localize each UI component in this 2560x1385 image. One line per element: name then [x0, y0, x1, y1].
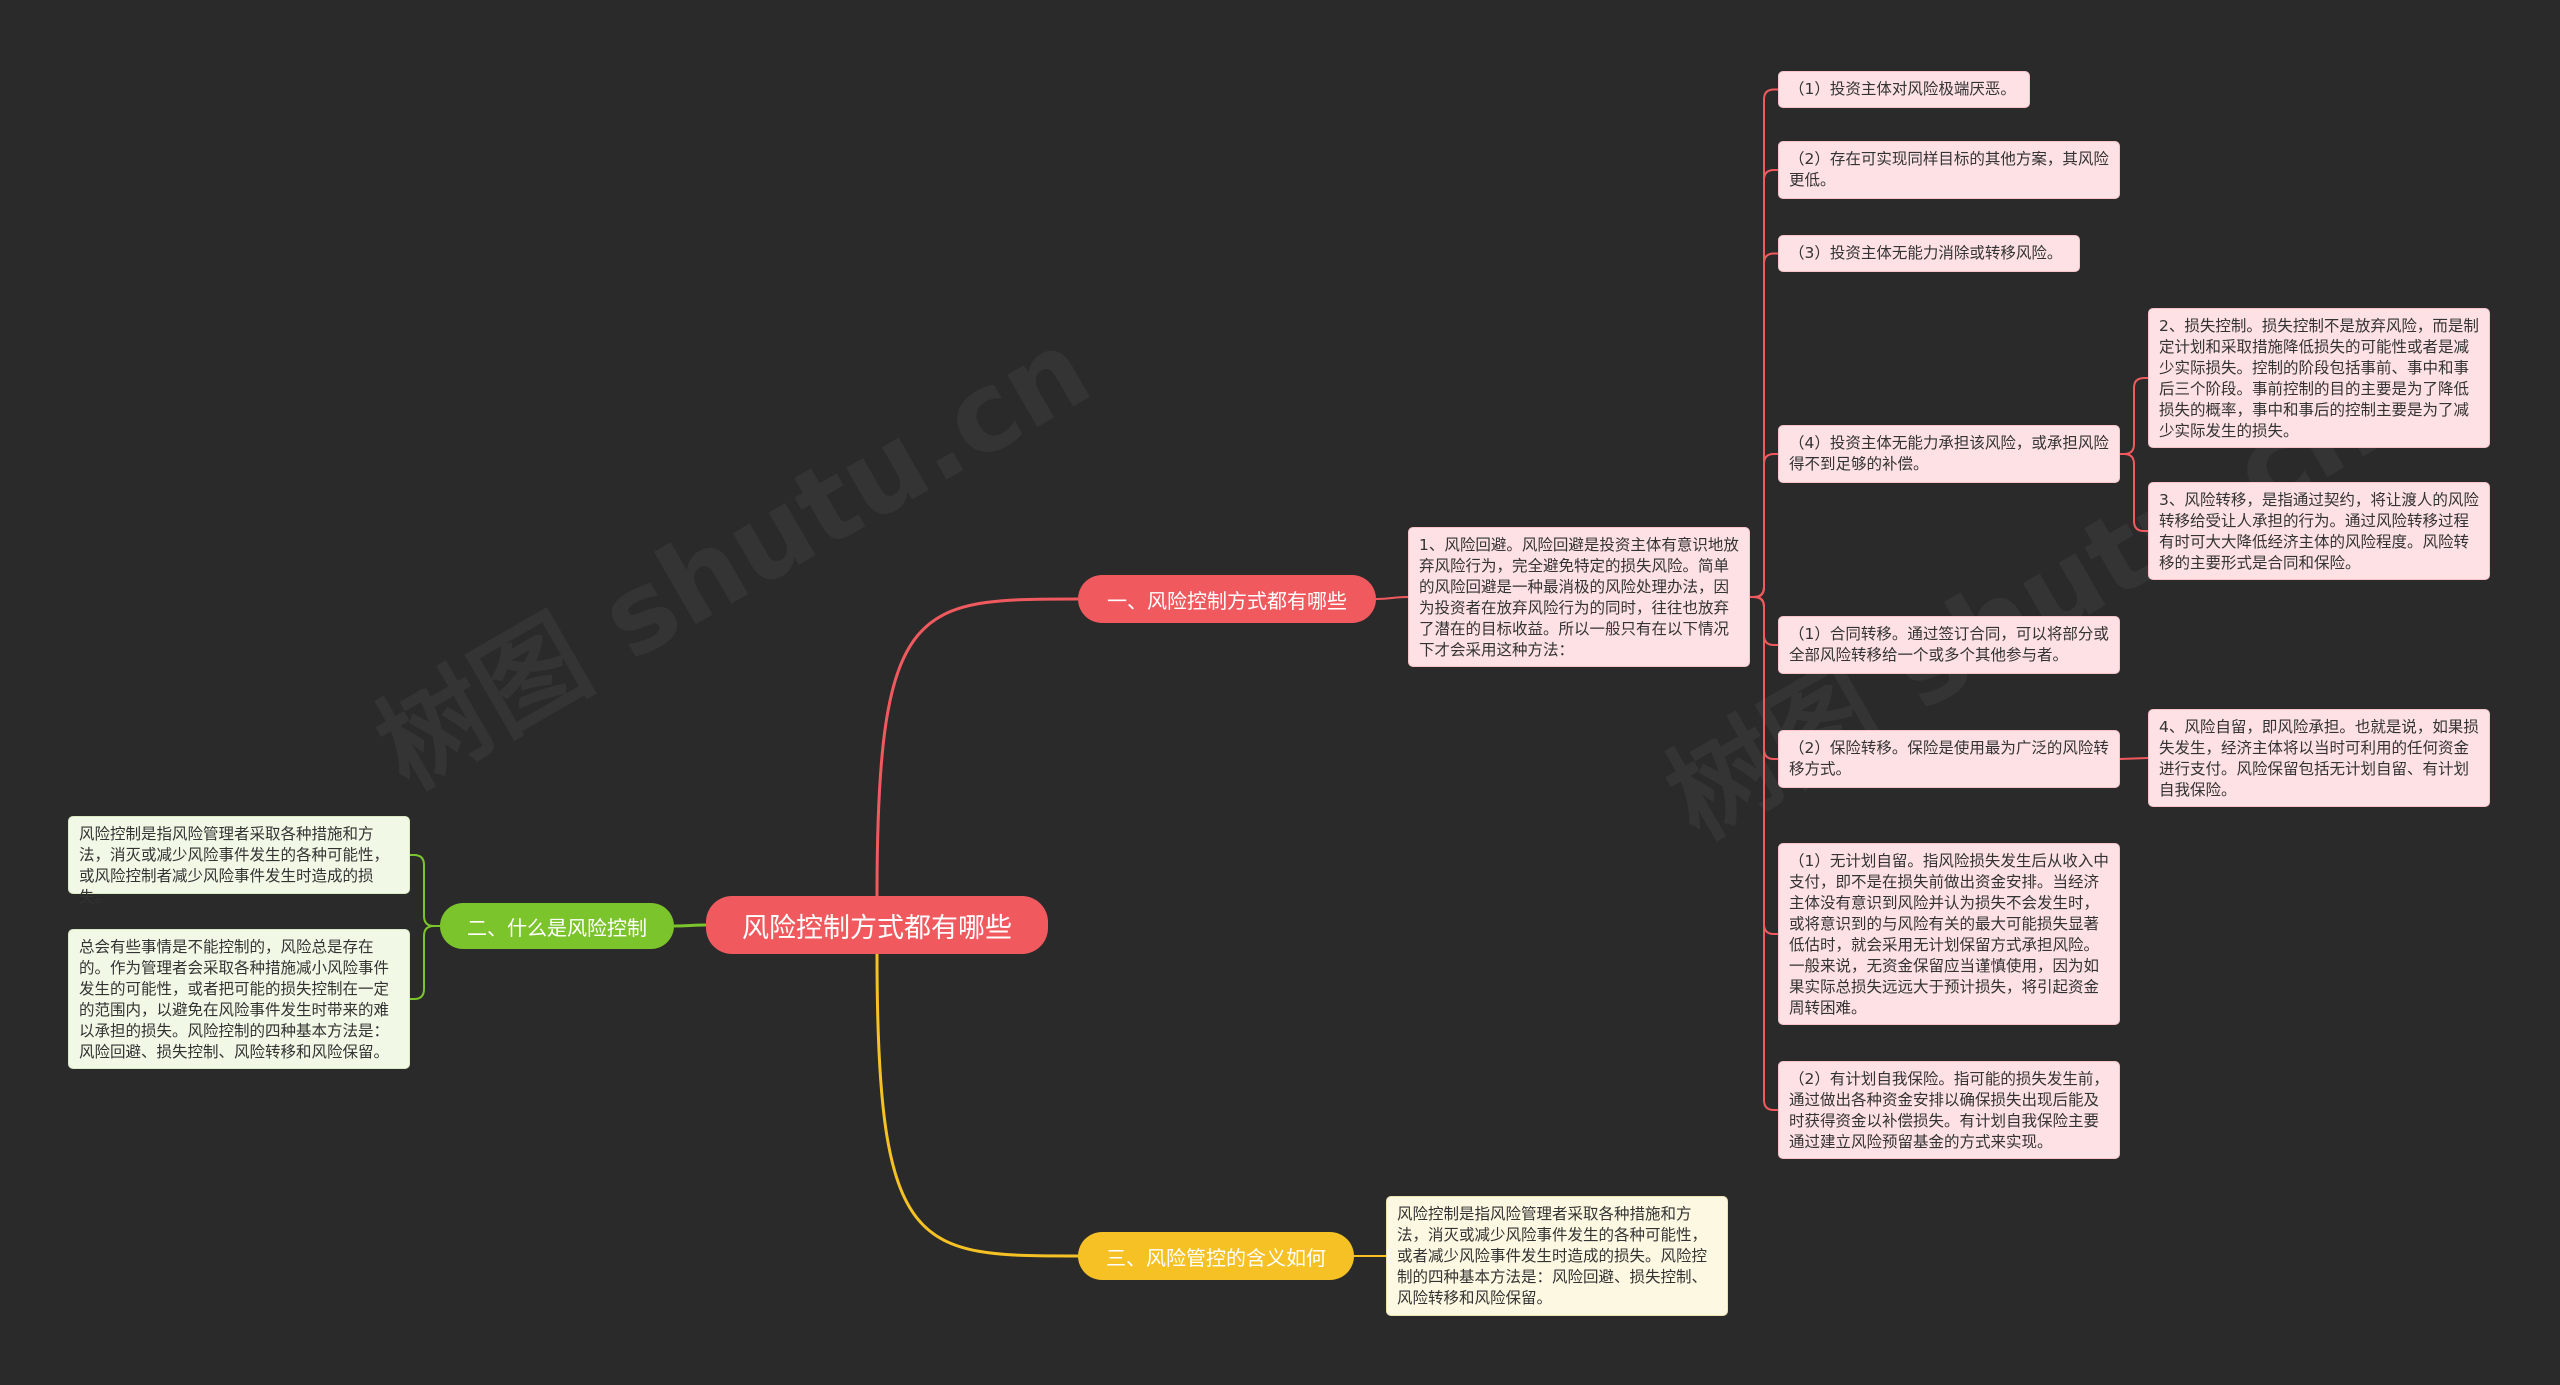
node-item-1[interactable]: （1）投资主体对风险极端厌恶。	[1778, 71, 2030, 108]
node-unplanned-retention[interactable]: （1）无计划自留。指风险损失发生后从收入中支付，即不是在损失前做出资金安排。当经…	[1778, 843, 2120, 1025]
node-insurance-transfer[interactable]: （2）保险转移。保险是使用最为广泛的风险转移方式。	[1778, 730, 2120, 788]
link-branch2-items	[410, 854, 440, 927]
link-intro-items	[1750, 453, 1778, 598]
link-item4-sub	[2120, 377, 2148, 455]
node-definition[interactable]: 风险控制是指风险管理者采取各种措施和方法，消灭或减少风险事件发生的各种可能性，或…	[68, 816, 410, 906]
node-risk-avoidance[interactable]: 1、风险回避。风险回避是投资主体有意识地放弃风险行为，完全避免特定的损失风险。简…	[1408, 527, 1750, 667]
node-planned-self-insurance[interactable]: （2）有计划自我保险。指可能的损失发生前，通过做出各种资金安排以确保损失出现后能…	[1778, 1061, 2120, 1159]
branch-what-is-risk-control[interactable]: 二、什么是风险控制	[440, 903, 674, 949]
node-risk-retention[interactable]: 4、风险自留，即风险承担。也就是说，如果损失发生，经济主体将以当时可利用的任何资…	[2148, 709, 2490, 807]
branch-meaning-of-risk-control[interactable]: 三、风险管控的含义如何	[1078, 1232, 1354, 1280]
branch-risk-control-methods[interactable]: 一、风险控制方式都有哪些	[1078, 575, 1376, 623]
node-loss-control[interactable]: 2、损失控制。损失控制不是放弃风险，而是制定计划和采取措施降低损失的可能性或者是…	[2148, 308, 2490, 448]
link-intro-items	[1750, 596, 1778, 1111]
root-topic[interactable]: 风险控制方式都有哪些	[706, 896, 1048, 954]
link-insurance-sub	[2119, 757, 2149, 760]
node-four-methods[interactable]: 总会有些事情是不能控制的，风险总是存在的。作为管理者会采取各种措施减小风险事件发…	[68, 929, 410, 1069]
link-branch1-intro	[1375, 596, 1409, 600]
node-risk-transfer[interactable]: 3、风险转移，是指通过契约，将让渡人的风险转移给受让人承担的行为。通过风险转移过…	[2148, 482, 2490, 580]
link-root-branch2	[673, 923, 707, 928]
node-meaning[interactable]: 风险控制是指风险管理者采取各种措施和方法，消灭或减少风险事件发生的各种可能性，或…	[1386, 1196, 1728, 1316]
node-item-4[interactable]: （4）投资主体无能力承担该风险，或承担风险得不到足够的补偿。	[1778, 425, 2120, 483]
link-item4-sub	[2120, 453, 2148, 532]
link-root-branch3	[875, 953, 1079, 1258]
link-branch2-items	[410, 925, 440, 1000]
node-contract-transfer[interactable]: （1）合同转移。通过签订合同，可以将部分或全部风险转移给一个或多个其他参与者。	[1778, 616, 2120, 674]
node-item-2[interactable]: （2）存在可实现同样目标的其他方案，其风险更低。	[1778, 141, 2120, 199]
node-item-3[interactable]: （3）投资主体无能力消除或转移风险。	[1778, 235, 2080, 272]
link-root-branch1	[875, 597, 1079, 897]
